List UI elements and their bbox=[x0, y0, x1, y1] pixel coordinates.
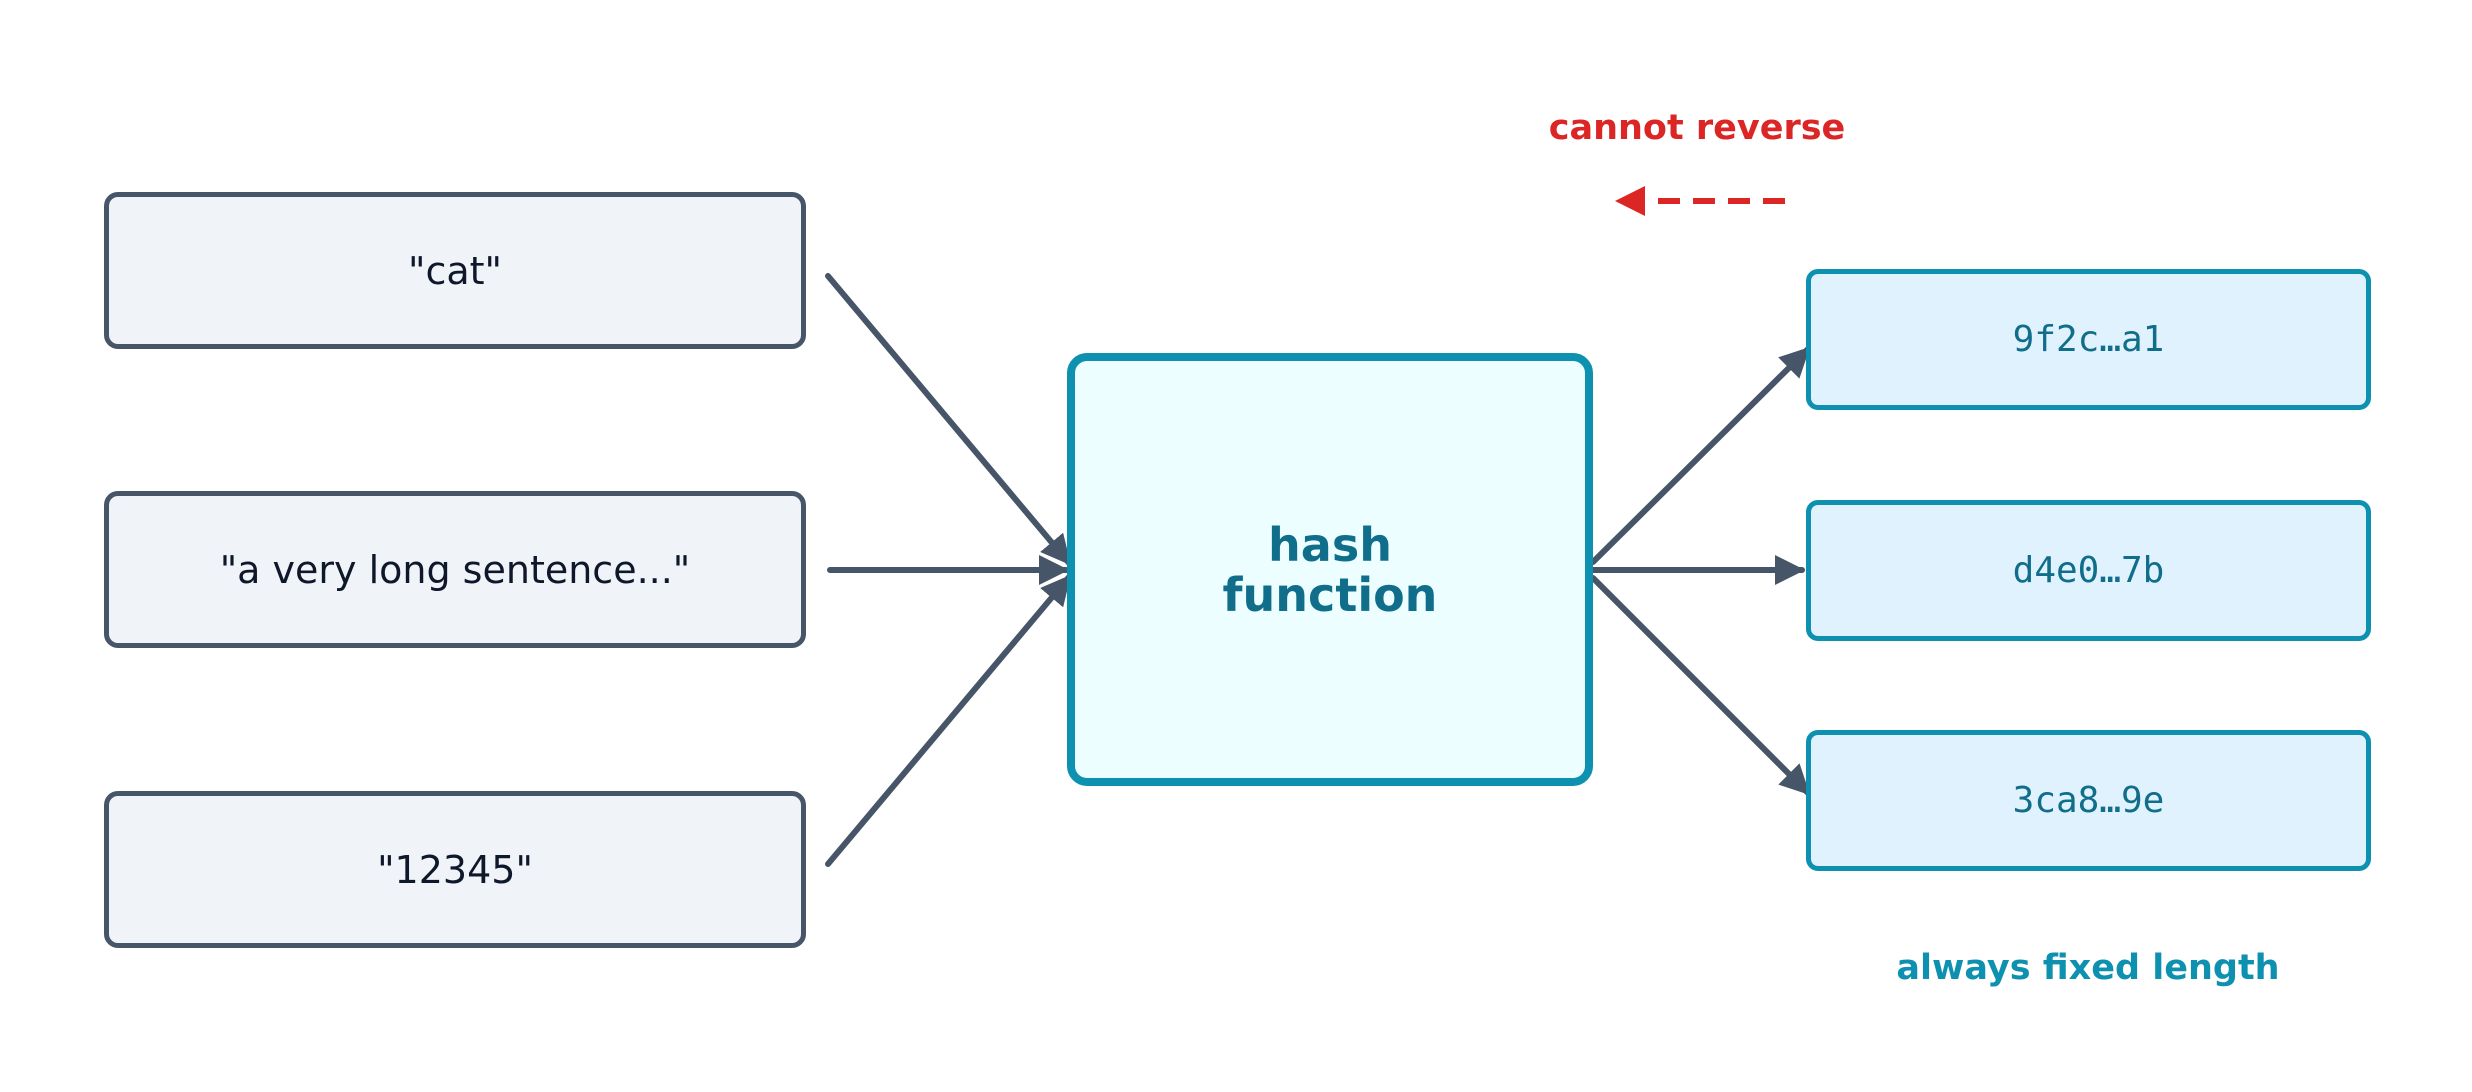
hash-function-box: hash function bbox=[1067, 353, 1593, 786]
output-box-2: d4e0…7b bbox=[1806, 500, 2371, 641]
hash-label-line2: function bbox=[1222, 567, 1438, 622]
input-box-cat: "cat" bbox=[104, 192, 806, 349]
hash-output-text: 3ca8…9e bbox=[2012, 780, 2165, 821]
input-text: "12345" bbox=[377, 847, 533, 892]
cannot-reverse-label: cannot reverse bbox=[1548, 108, 1846, 148]
input-box-long-sentence: "a very long sentence..." bbox=[104, 491, 806, 648]
output-box-1: 9f2c…a1 bbox=[1806, 269, 2371, 410]
hash-label-line1: hash bbox=[1268, 517, 1392, 572]
output-box-3: 3ca8…9e bbox=[1806, 730, 2371, 871]
arrow-hash-to-output-1 bbox=[1590, 346, 1811, 565]
fixed-length-label: always fixed length bbox=[1896, 948, 2280, 988]
input-box-12345: "12345" bbox=[104, 791, 806, 948]
arrow-input-1-to-hash bbox=[825, 273, 1072, 566]
input-text: "a very long sentence..." bbox=[219, 547, 691, 592]
arrow-hash-to-output-3 bbox=[1590, 575, 1811, 796]
input-text: "cat" bbox=[407, 248, 503, 293]
hash-output-text: d4e0…7b bbox=[2012, 550, 2165, 591]
arrow-input-3-to-hash bbox=[825, 574, 1072, 867]
hash-output-text: 9f2c…a1 bbox=[2012, 319, 2165, 360]
